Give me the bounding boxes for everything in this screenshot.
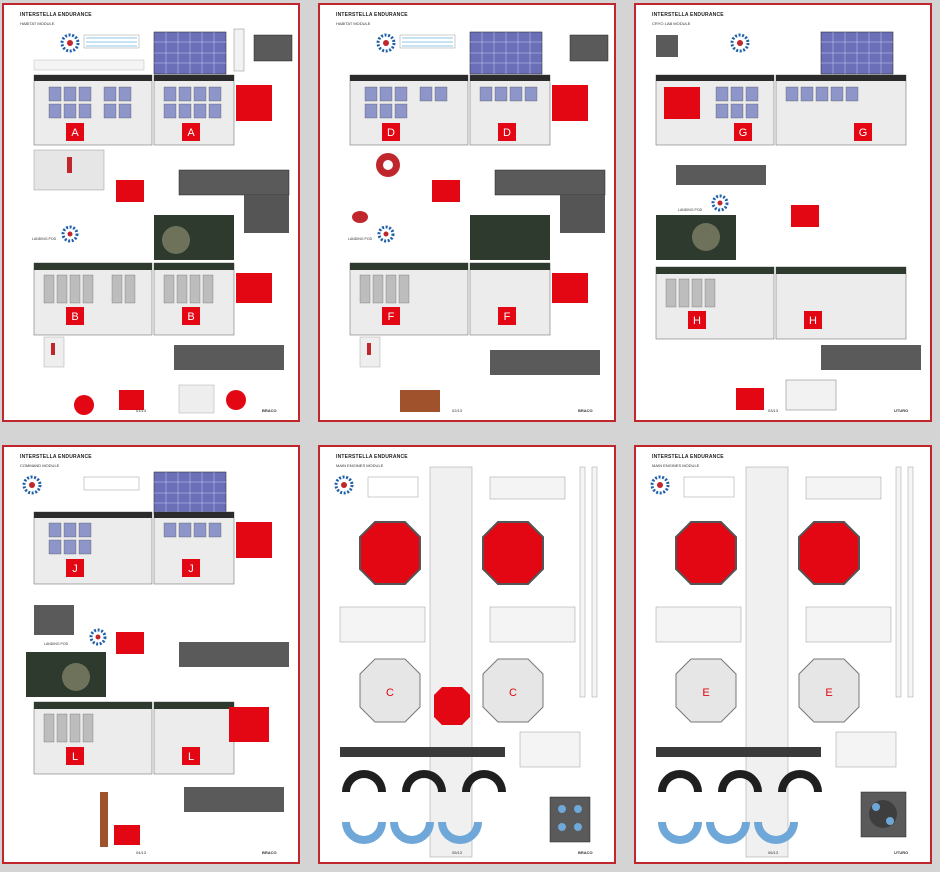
- panel-letter: B: [71, 311, 78, 323]
- gear-logo-icon: [650, 475, 670, 495]
- panel-letter: J: [72, 563, 78, 575]
- page-number: 03/13: [768, 408, 779, 413]
- sheet-subtitle: MAIN ENGINES MODULE: [652, 463, 700, 468]
- sheet-subtitle: CRYO LAB MODULE: [652, 21, 691, 26]
- panel-letter: H: [693, 315, 701, 327]
- gear-logo-icon: [730, 33, 750, 53]
- gear-logo-icon: [334, 475, 354, 495]
- sheet-2: D D LANDING POD F F: [318, 3, 616, 422]
- sheet-4: J J LANDING POD L L INTERS: [2, 445, 300, 864]
- sheet-1: A A LANDING POD B: [2, 3, 300, 422]
- sheet-title: INTERSTELLA ENDURANCE: [20, 454, 92, 460]
- panel-letter: E: [825, 687, 832, 699]
- page-number: 04/13: [136, 850, 147, 855]
- sheet-code: BRACO: [578, 408, 593, 413]
- panel-letter: C: [386, 687, 394, 699]
- panel-letter: L: [188, 751, 194, 763]
- sheet-subtitle: MAIN ENGINES MODULE: [336, 463, 384, 468]
- sheet-code: BRACO: [578, 850, 593, 855]
- sheet-title: INTERSTELLA ENDURANCE: [336, 454, 408, 460]
- panel-letter: J: [188, 563, 194, 575]
- sheet-5: C C INTERSTELLA ENDURANCE MAIN ENGINES M…: [318, 445, 616, 864]
- gear-logo-icon: [61, 225, 79, 243]
- sheet-subtitle: HABITAT MODULE: [336, 21, 371, 26]
- sheet-code: UTURO: [894, 850, 909, 855]
- pod-label: LANDING POD: [678, 208, 703, 212]
- sheet-subtitle: HABITAT MODULE: [20, 21, 55, 26]
- panel-letter: D: [503, 127, 511, 139]
- panel-letter: A: [71, 127, 79, 139]
- pod-label: LANDING POD: [348, 237, 373, 241]
- page-number: 02/13: [452, 408, 463, 413]
- sheet-1-artwork: A A LANDING POD B: [32, 28, 293, 415]
- panel-letter: A: [187, 127, 195, 139]
- panel-letter: F: [388, 311, 395, 323]
- sheet-code: BRACO: [262, 408, 277, 413]
- gear-logo-icon: [60, 33, 80, 53]
- gear-logo-icon: [22, 475, 42, 495]
- sheet-title: INTERSTELLA ENDURANCE: [20, 12, 92, 18]
- sheet-6-artwork: E E: [650, 466, 914, 858]
- panel-letter: H: [809, 315, 817, 327]
- panel-letter: E: [702, 687, 709, 699]
- sheet-title: INTERSTELLA ENDURANCE: [336, 12, 408, 18]
- sheet-code: BRACO: [262, 850, 277, 855]
- gear-logo-icon: [711, 194, 729, 212]
- panel-letter: B: [187, 311, 194, 323]
- panel-letter: D: [387, 127, 395, 139]
- pod-label: LANDING POD: [44, 642, 69, 646]
- sheet-3-artwork: G G LANDING POD H H: [655, 31, 921, 411]
- sheet-3: G G LANDING POD H H INTERSTELLA ENDURANC…: [634, 3, 932, 422]
- gear-logo-icon: [89, 628, 107, 646]
- pod-label: LANDING POD: [32, 237, 57, 241]
- sheet-title: INTERSTELLA ENDURANCE: [652, 12, 724, 18]
- panel-letter: F: [504, 311, 511, 323]
- sheet-6: E E INTERSTELLA ENDURANCE MAIN ENGINES M…: [634, 445, 932, 864]
- sheet-2-artwork: D D LANDING POD F F: [348, 31, 609, 412]
- page-number: 05/13: [452, 850, 463, 855]
- sheet-title: INTERSTELLA ENDURANCE: [652, 454, 724, 460]
- page-number: 06/13: [768, 850, 779, 855]
- panel-letter: L: [72, 751, 78, 763]
- panel-letter: C: [509, 687, 517, 699]
- panel-letter: G: [859, 127, 868, 139]
- gear-logo-icon: [376, 33, 396, 53]
- gear-logo-icon: [377, 225, 395, 243]
- panel-letter: G: [739, 127, 748, 139]
- sheet-code: UTURO: [894, 408, 909, 413]
- page-number: 01/13: [136, 408, 147, 413]
- sheet-4-artwork: J J LANDING POD L L: [22, 471, 289, 847]
- sheet-5-artwork: C C: [334, 466, 598, 858]
- sheet-subtitle: COMMAND MODULE: [20, 463, 60, 468]
